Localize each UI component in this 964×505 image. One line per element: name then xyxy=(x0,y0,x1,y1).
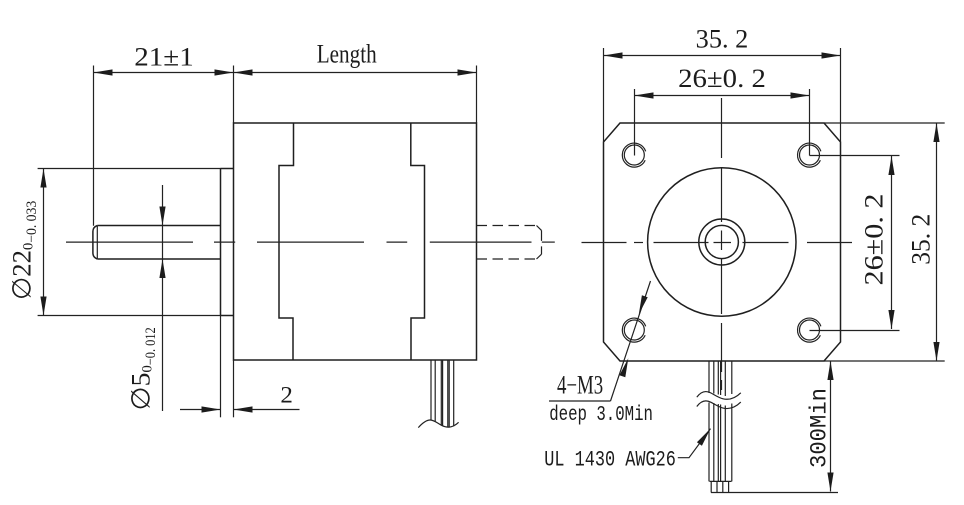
svg-text:2: 2 xyxy=(280,382,293,407)
svg-text:35. 2: 35. 2 xyxy=(907,214,936,265)
svg-text:35. 2: 35. 2 xyxy=(696,25,749,54)
svg-text:∅220−0. 033: ∅220−0. 033 xyxy=(8,201,41,300)
svg-text:4−M3: 4−M3 xyxy=(557,370,603,399)
svg-text:300Min: 300Min xyxy=(806,388,832,468)
svg-text:26±0. 2: 26±0. 2 xyxy=(860,194,889,286)
svg-text:Length: Length xyxy=(317,39,377,68)
svg-text:∅50−0. 012: ∅50−0. 012 xyxy=(127,327,160,410)
svg-text:deep 3.0Min: deep 3.0Min xyxy=(549,404,653,427)
svg-text:UL 1430 AWG26: UL 1430 AWG26 xyxy=(544,448,676,473)
svg-text:21±1: 21±1 xyxy=(134,42,194,71)
svg-text:26±0. 2: 26±0. 2 xyxy=(678,64,766,93)
